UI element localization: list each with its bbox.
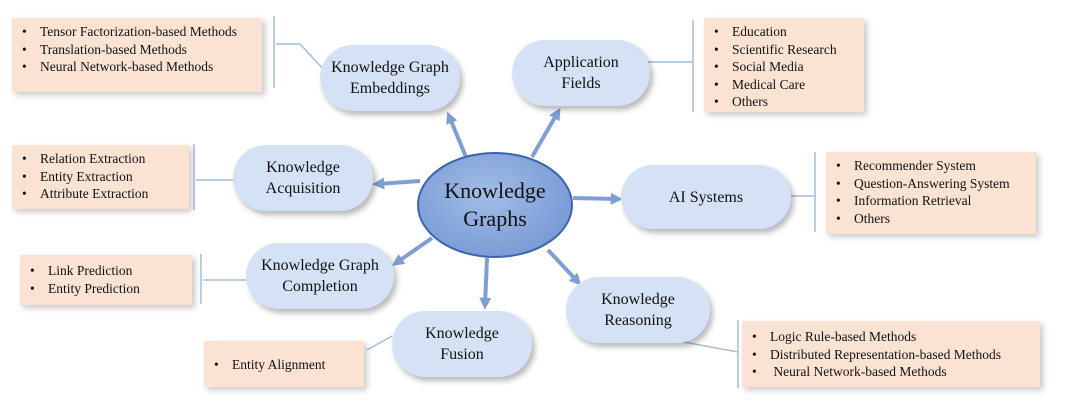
list-item: Entity Prediction — [28, 280, 184, 298]
node-label: Knowledge Acquisition — [265, 159, 341, 197]
list-item: Scientific Research — [712, 41, 856, 59]
box-ai-systems: Recommender System Question-Answering Sy… — [826, 152, 1036, 234]
arrow-to-embeddings — [446, 111, 468, 158]
node-label: Knowledge Fusion — [425, 325, 499, 363]
list-item: Neural Network-based Methods — [750, 363, 1032, 381]
box-embeddings-methods: Tensor Factorization-based Methods Trans… — [12, 18, 262, 92]
list-item: Question-Answering System — [834, 175, 1028, 193]
bracket-embeddings — [273, 16, 327, 88]
arrow-to-fusion — [479, 257, 492, 310]
list-item: Entity Alignment — [212, 356, 356, 374]
box-reasoning-methods: Logic Rule-based Methods Distributed Rep… — [742, 321, 1040, 387]
list-item: Logic Rule-based Methods — [750, 328, 1032, 346]
bracket-ai-systems — [788, 152, 816, 232]
node-knowledge-graph-completion: Knowledge Graph Completion — [246, 243, 394, 309]
arrow-to-completion — [392, 236, 434, 266]
list-item: Information Retrieval — [834, 192, 1028, 210]
bracket-application — [648, 20, 694, 112]
list-item: Distributed Representation-based Methods — [750, 346, 1032, 364]
node-label: Knowledge Graph Embeddings — [331, 59, 449, 97]
arrow-to-acquisition — [372, 177, 421, 190]
box-fusion-tasks: Entity Alignment — [204, 341, 364, 387]
node-label: Application Fields — [543, 54, 619, 92]
arrow-to-application — [530, 107, 561, 159]
list-item: Social Media — [712, 58, 856, 76]
box-acquisition-tasks: Relation Extraction Entity Extraction At… — [12, 145, 189, 209]
arrow-to-reasoning — [546, 248, 582, 286]
bracket-acquisition — [193, 144, 236, 210]
list-item: Others — [834, 210, 1028, 228]
list-item: Education — [712, 23, 856, 41]
list-item: Relation Extraction — [20, 150, 181, 168]
box-application-fields: Education Scientific Research Social Med… — [704, 18, 864, 112]
list-item: Recommender System — [834, 157, 1028, 175]
node-ai-systems: AI Systems — [621, 165, 791, 229]
bracket-reasoning — [677, 320, 739, 388]
list-item: Entity Extraction — [20, 168, 181, 186]
list-item: Neural Network-based Methods — [20, 58, 254, 76]
center-label: Knowledge Graphs — [444, 178, 546, 231]
center-node-knowledge-graphs: Knowledge Graphs — [417, 152, 573, 258]
node-label: Knowledge Reasoning — [601, 291, 675, 329]
node-knowledge-acquisition: Knowledge Acquisition — [233, 145, 373, 211]
list-item: Others — [712, 93, 856, 111]
bracket-fusion — [366, 335, 393, 351]
list-item: Medical Care — [712, 76, 856, 94]
node-label: Knowledge Graph Completion — [261, 257, 379, 295]
node-knowledge-fusion: Knowledge Fusion — [392, 311, 532, 377]
arrow-to-ai-systems — [572, 192, 623, 205]
list-item: Attribute Extraction — [20, 185, 181, 203]
list-item: Tensor Factorization-based Methods — [20, 23, 254, 41]
node-knowledge-graph-embeddings: Knowledge Graph Embeddings — [320, 45, 460, 111]
node-label: AI Systems — [668, 188, 744, 206]
box-completion-tasks: Link Prediction Entity Prediction — [20, 255, 192, 305]
node-application-fields: Application Fields — [512, 40, 650, 106]
node-knowledge-reasoning: Knowledge Reasoning — [566, 277, 710, 343]
list-item: Link Prediction — [28, 262, 184, 280]
bracket-completion — [200, 254, 246, 304]
list-item: Translation-based Methods — [20, 41, 254, 59]
